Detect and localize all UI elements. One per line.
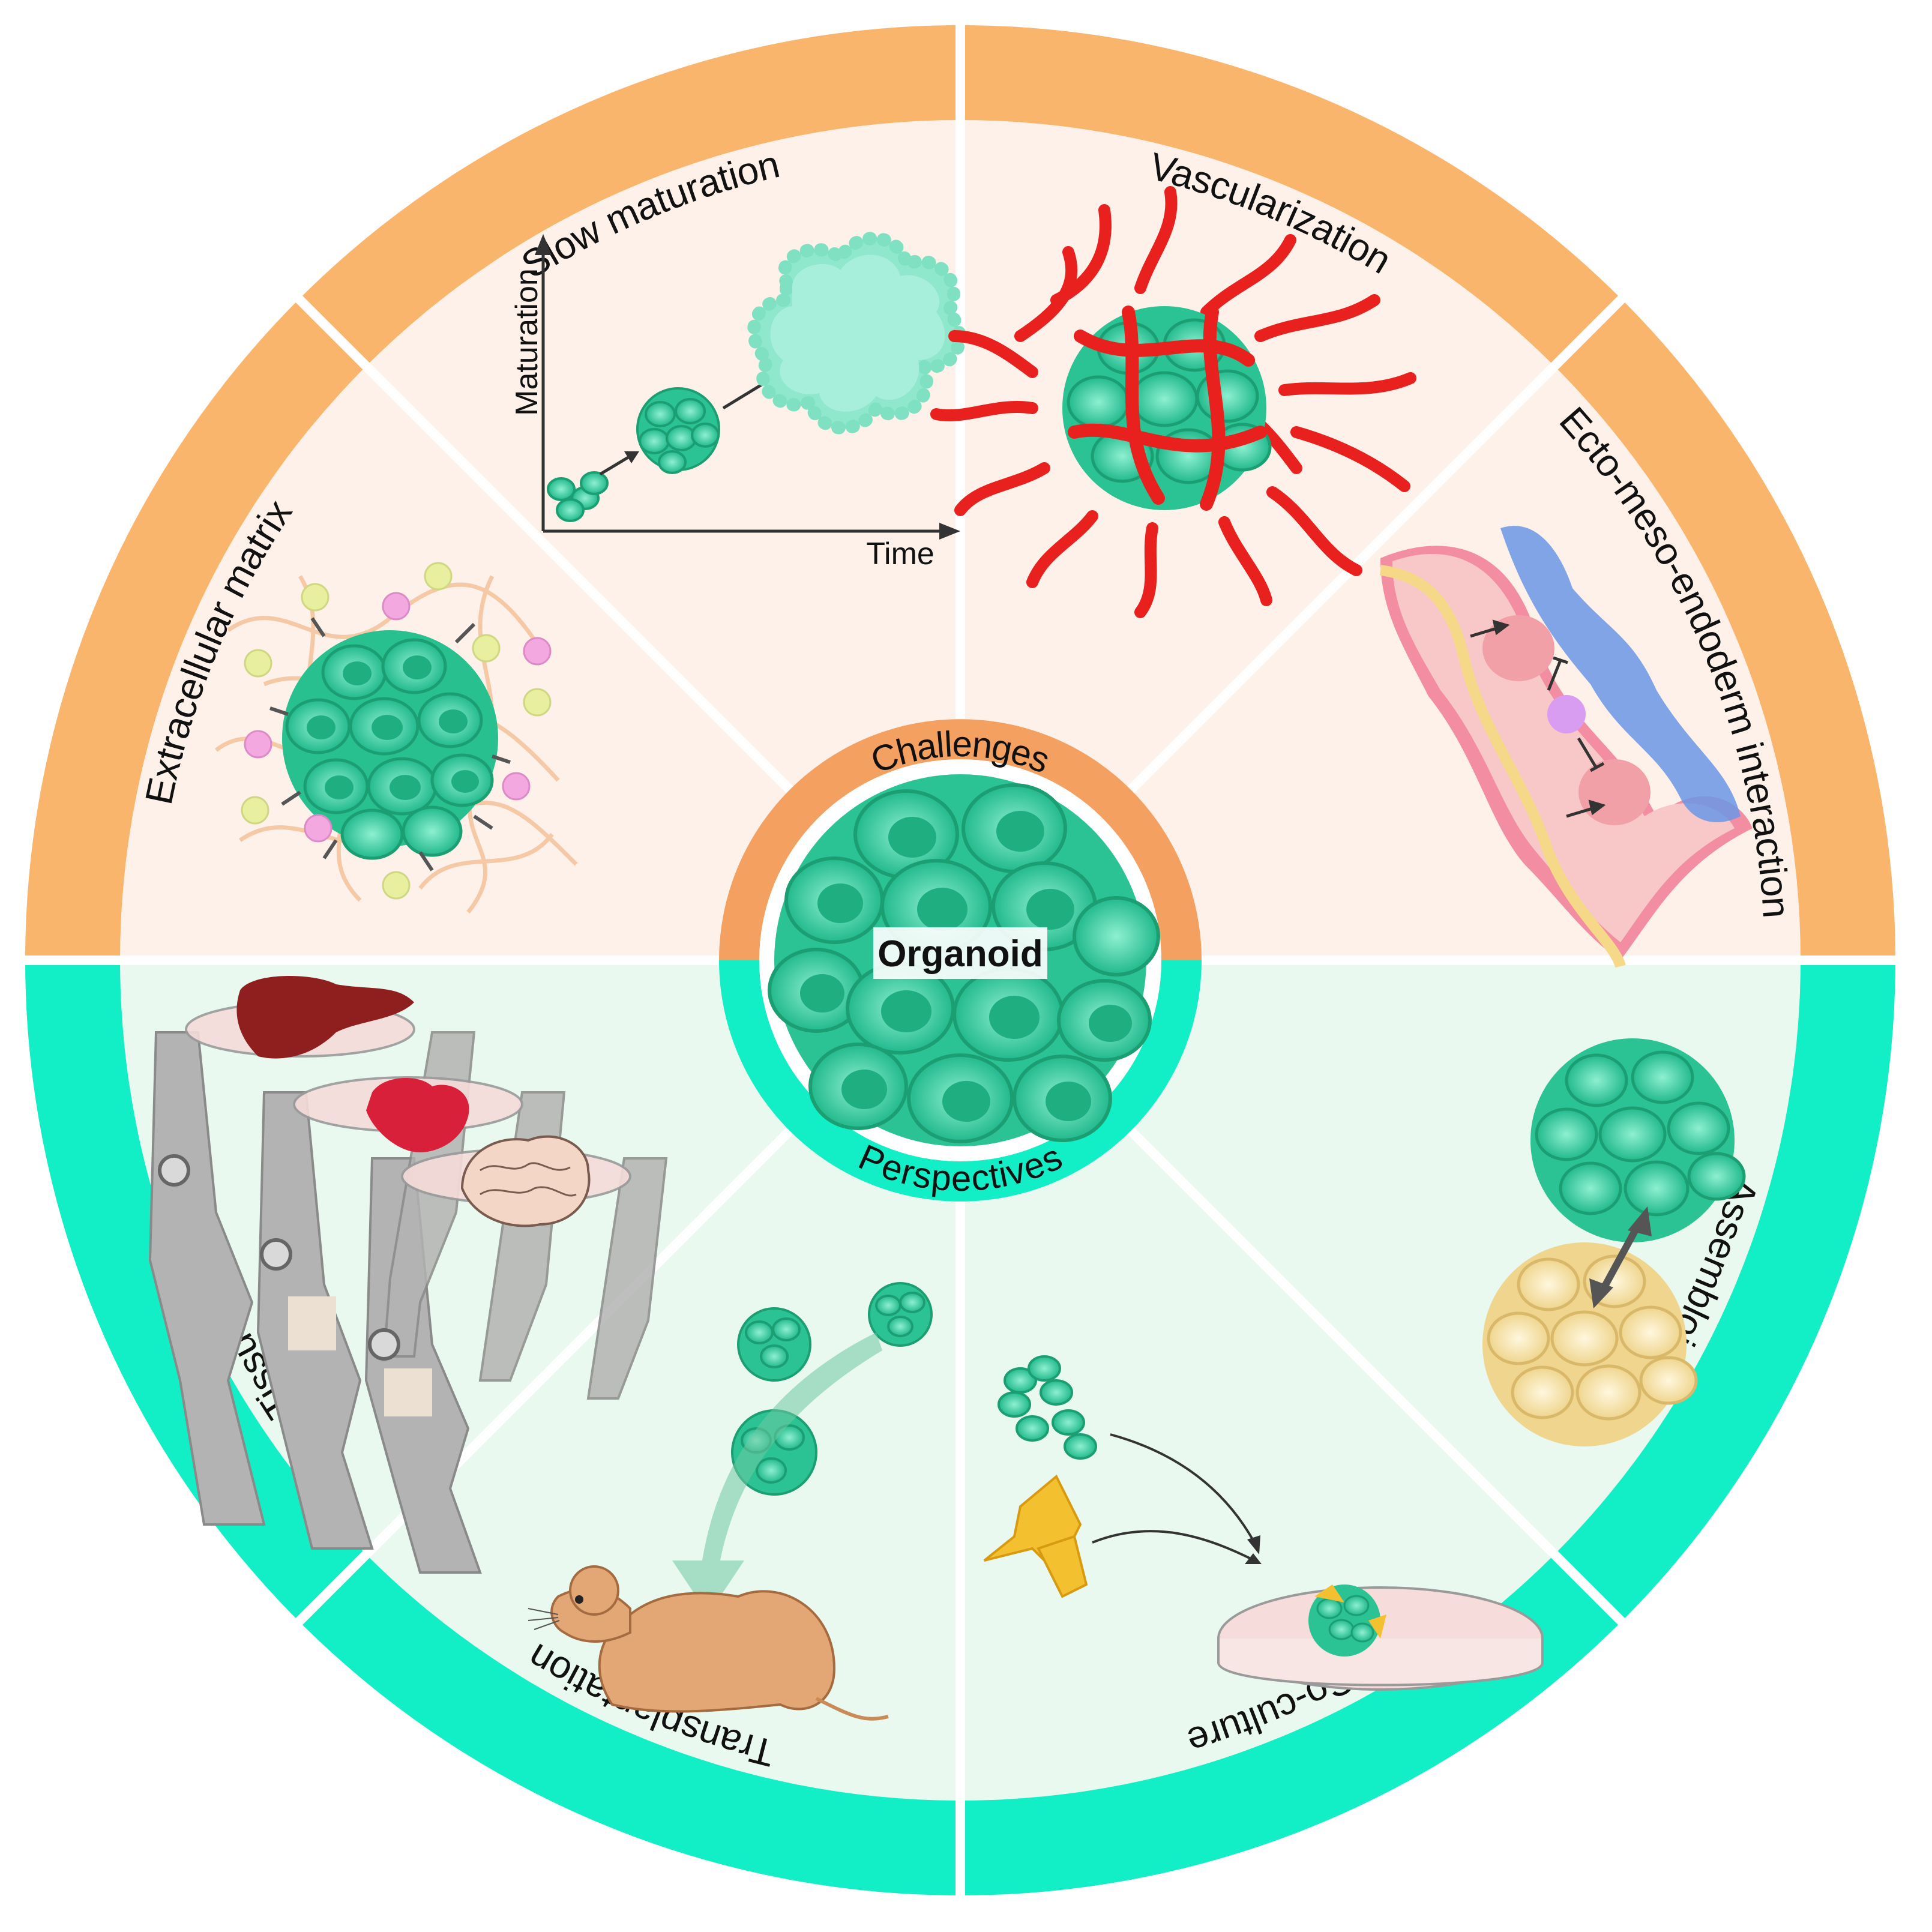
- co-culture-arrow-upper: [1110, 1433, 1256, 1543]
- pivot-screws: [158, 1154, 400, 1361]
- tissue-engineering-illustration: [148, 976, 668, 1574]
- mesoderm-bud-lower: [1578, 759, 1651, 825]
- organoid-label-box: [873, 927, 1047, 979]
- liver-shape: [236, 976, 414, 1059]
- maturation-plot: Maturation Time: [510, 232, 966, 571]
- assembloid-illustration: [1482, 1038, 1746, 1446]
- ecm-tethers: [269, 617, 511, 871]
- vascularization-illustration: [930, 186, 1416, 618]
- transplant-arrow: [672, 1332, 882, 1615]
- assembloid-green-organoid: [1530, 1038, 1746, 1242]
- co-culture-illustration: [983, 1355, 1544, 1691]
- single-cells: [547, 471, 609, 522]
- organoid-title: Organoid: [877, 933, 1043, 975]
- heart-shape: [366, 1078, 469, 1152]
- signal-cell: [1547, 695, 1586, 733]
- outer-rim: [23, 23, 1898, 1898]
- co-culture-green-cells: [998, 1355, 1097, 1460]
- center-challenges-ring: [719, 719, 1202, 960]
- transplantation-illustration: [528, 1282, 933, 1721]
- maturation-y-label: Maturation: [510, 268, 544, 416]
- ecm-yellow-beads: [241, 562, 552, 900]
- brain-shape: [460, 1135, 591, 1227]
- co-culture-dish: [1217, 1584, 1544, 1691]
- small-organoid: [636, 387, 720, 474]
- co-culture-arrow-lower: [1092, 1530, 1255, 1562]
- center-perspectives-ring: [719, 960, 1202, 1202]
- ecm-organoid-cluster: [282, 630, 498, 860]
- mouse: [528, 1565, 889, 1721]
- assembloid-double-arrow: [1589, 1206, 1652, 1308]
- maturation-x-label: Time: [866, 537, 934, 571]
- ecto-meso-endoderm-illustration: [1379, 526, 1753, 968]
- ecm-pink-beads: [244, 592, 552, 843]
- mesoderm-bud-upper: [1482, 615, 1554, 681]
- assembloid-yellow-organoid: [1482, 1242, 1698, 1446]
- ecm-illustration: [214, 562, 578, 914]
- center-hub: Organoid Challenges Perspectives: [719, 719, 1202, 1202]
- co-culture-yellow-cells: [983, 1474, 1088, 1598]
